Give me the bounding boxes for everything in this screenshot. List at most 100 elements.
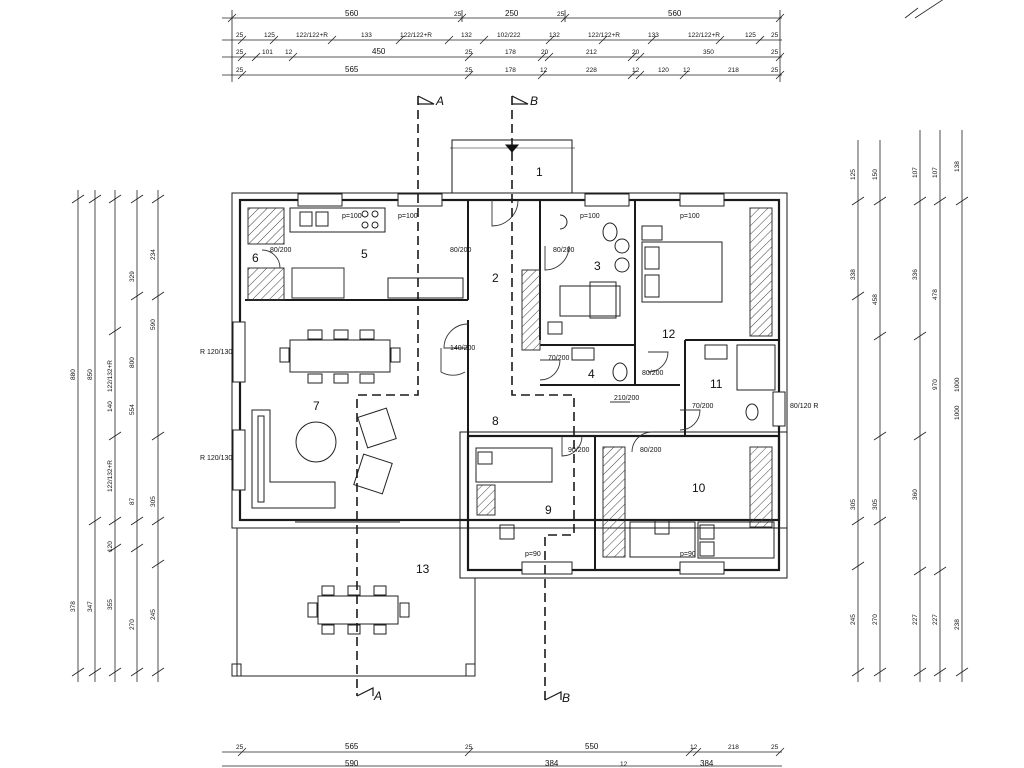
- room-12-number: 12: [662, 327, 676, 341]
- dim-top-r3-0: 25: [236, 49, 244, 56]
- dim-right-col4-1: 478: [932, 289, 939, 300]
- room-4-number: 4: [588, 367, 595, 381]
- room-2-number: 2: [492, 271, 499, 285]
- door-label-4: 80/200: [553, 247, 575, 254]
- dim-top-r4-4: 12: [540, 67, 548, 74]
- dim-top-r2-2: 122/122+R: [296, 32, 328, 39]
- side-window-label-2: 80/120 R: [790, 403, 818, 410]
- dining-table-indoor: [279, 329, 401, 384]
- dim-top-r1-4: 560: [668, 9, 682, 18]
- dim-left-outer-0: 880: [70, 369, 77, 380]
- dim-top-r4-0: 25: [236, 67, 244, 74]
- dim-right-col4-0: 107: [932, 167, 939, 178]
- dim-top-r4-7: 120: [658, 67, 669, 74]
- section-a-bottom: A: [373, 689, 382, 703]
- window-label-2: p=100: [580, 213, 600, 220]
- dim-top-r3-2: 12: [285, 49, 293, 56]
- dim-left-col5-3: 245: [150, 609, 157, 620]
- windows: [232, 193, 786, 575]
- room-numbers: 1 2 3 4 5 6 7 8 9 10 11 12 13: [252, 165, 723, 576]
- dim-top-r1-3: 25: [557, 11, 565, 18]
- dim-bot-r2-2: 12: [620, 761, 628, 768]
- door-label-1: 80/200: [450, 247, 472, 254]
- dim-top-r2-6: 102/222: [497, 32, 521, 39]
- dim-top-r2-7: 132: [549, 32, 560, 39]
- dim-left-col3-0: 122/132+R: [107, 360, 114, 392]
- dim-right-col3-1: 336: [912, 269, 919, 280]
- dim-right-col2-3: 270: [872, 614, 879, 625]
- dim-bot-r1-4: 12: [690, 744, 698, 751]
- dim-right-col5-1: 1000: [954, 377, 961, 392]
- section-b-bottom: B: [562, 691, 570, 705]
- door-labels: 80/200 80/200 140/200 70/200 80/200 80/2…: [270, 247, 714, 454]
- dim-top-r2-12: 25: [771, 32, 779, 39]
- dim-bot-r2-0: 590: [345, 759, 359, 768]
- dim-left-col3-3: 120: [107, 541, 114, 552]
- dim-top-r4-3: 178: [505, 67, 516, 74]
- dim-top-r2-1: 125: [264, 32, 275, 39]
- side-window-label-1: R 120/130: [200, 455, 232, 462]
- dim-top-r4-9: 218: [728, 67, 739, 74]
- dim-right-col5-2: 1000: [954, 405, 961, 420]
- dim-right-col4-3: 227: [932, 614, 939, 625]
- room-7-number: 7: [313, 399, 320, 413]
- dim-right-col1-1: 338: [850, 269, 857, 280]
- dim-bot-r1-0: 25: [236, 744, 244, 751]
- door-label-3: 70/200: [548, 355, 570, 362]
- door-label-0: 80/200: [270, 247, 292, 254]
- dim-top-r2-0: 25: [236, 32, 244, 39]
- dim-right-col3-0: 107: [912, 167, 919, 178]
- dim-right-col2-0: 150: [872, 169, 879, 180]
- interior-walls: [245, 200, 779, 570]
- bathroom-3-fixtures: [547, 214, 630, 335]
- kitchen-counter: [289, 207, 464, 299]
- dim-left-col3-2: 122/132+R: [107, 460, 114, 492]
- dim-top-r1-2: 250: [505, 9, 519, 18]
- dim-right-col5-0: 138: [954, 161, 961, 172]
- right-dimension-labels: 125 338 305 245 150 458 305 270 107 336 …: [850, 161, 961, 630]
- dim-top-r2-11: 125: [745, 32, 756, 39]
- dim-top-r4-5: 228: [586, 67, 597, 74]
- dim-top-r4-10: 25: [771, 67, 779, 74]
- door-swings: [261, 199, 701, 457]
- dim-right-col3-3: 227: [912, 614, 919, 625]
- section-a-top: A: [435, 94, 444, 108]
- dim-bot-r2-1: 384: [545, 759, 559, 768]
- living-room-furniture: [251, 407, 400, 523]
- dim-top-r4-1: 565: [345, 65, 359, 74]
- dim-top-r3-8: 20: [632, 49, 640, 56]
- door-label-8: 90/200: [568, 447, 590, 454]
- dim-left-col5-0: 234: [150, 249, 157, 260]
- bottom-dimension-chains: [222, 747, 785, 767]
- door-label-6: 70/200: [692, 403, 714, 410]
- room-8-number: 8: [492, 414, 499, 428]
- dim-left-col5-1: 590: [150, 319, 157, 330]
- left-dimension-labels: 880 378 850 347 122/132+R 140 122/132+R …: [70, 249, 157, 630]
- right-dimension-chains: [851, 130, 969, 682]
- wc-fixtures: [571, 344, 776, 421]
- section-labels: A B A B: [373, 94, 570, 705]
- room-5-number: 5: [361, 247, 368, 261]
- dim-top-r2-3: 133: [361, 32, 372, 39]
- window-label-4: p=90: [525, 551, 541, 558]
- dim-top-r3-3: 450: [372, 47, 386, 56]
- dim-bot-r2-3: 384: [700, 759, 714, 768]
- side-window-label-0: R 120/130: [200, 349, 232, 356]
- dim-left-col2-0: 850: [87, 369, 94, 380]
- door-label-7: 80/200: [640, 447, 662, 454]
- dim-left-col2-1: 347: [87, 601, 94, 612]
- dim-bot-r1-3: 550: [585, 742, 599, 751]
- room-13-number: 13: [416, 562, 430, 576]
- dim-left-col4-1: 800: [129, 357, 136, 368]
- dim-right-col2-1: 458: [872, 294, 879, 305]
- dim-left-col5-2: 305: [150, 496, 157, 507]
- dim-right-col4-2: 970: [932, 379, 939, 390]
- dim-right-col3-2: 360: [912, 489, 919, 500]
- window-label-5: p=90: [680, 551, 696, 558]
- dim-left-col3-1: 140: [107, 401, 114, 412]
- bedroom-10-furniture: [629, 519, 775, 559]
- dim-top-r2-5: 132: [461, 32, 472, 39]
- dim-left-col4-2: 554: [129, 404, 136, 415]
- dim-top-r3-7: 212: [586, 49, 597, 56]
- dim-top-r2-8: 122/122+R: [588, 32, 620, 39]
